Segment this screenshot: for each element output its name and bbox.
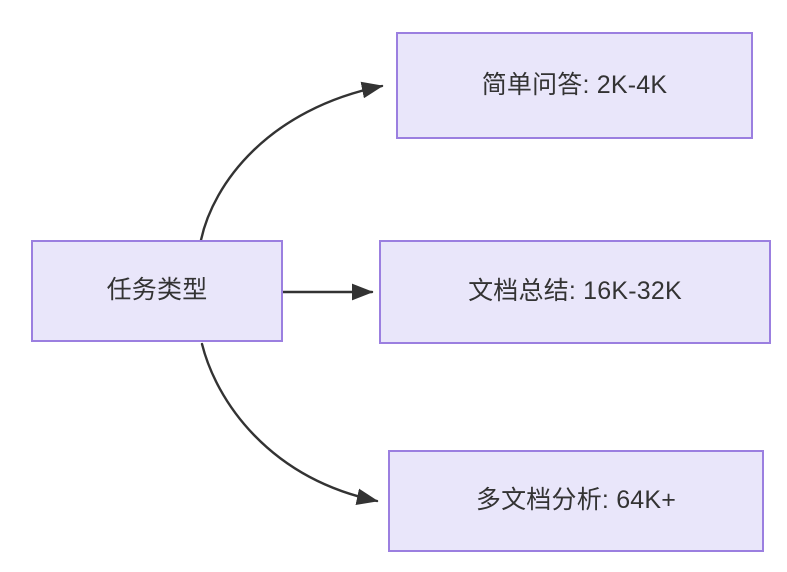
edge-source-to-multidoc	[200, 342, 379, 506]
node-label: 多文档分析: 64K+	[475, 486, 677, 515]
node-task-type[interactable]: 任务类型	[31, 240, 283, 342]
node-document-summary[interactable]: 文档总结: 16K-32K	[379, 240, 771, 344]
node-label: 任务类型	[106, 276, 208, 305]
node-simple-qa[interactable]: 简单问答: 2K-4K	[396, 32, 753, 139]
node-multi-document-analysis[interactable]: 多文档分析: 64K+	[388, 450, 764, 552]
edge-source-to-simple	[199, 81, 384, 242]
node-label: 简单问答: 2K-4K	[481, 70, 668, 99]
node-label: 文档总结: 16K-32K	[468, 277, 682, 306]
